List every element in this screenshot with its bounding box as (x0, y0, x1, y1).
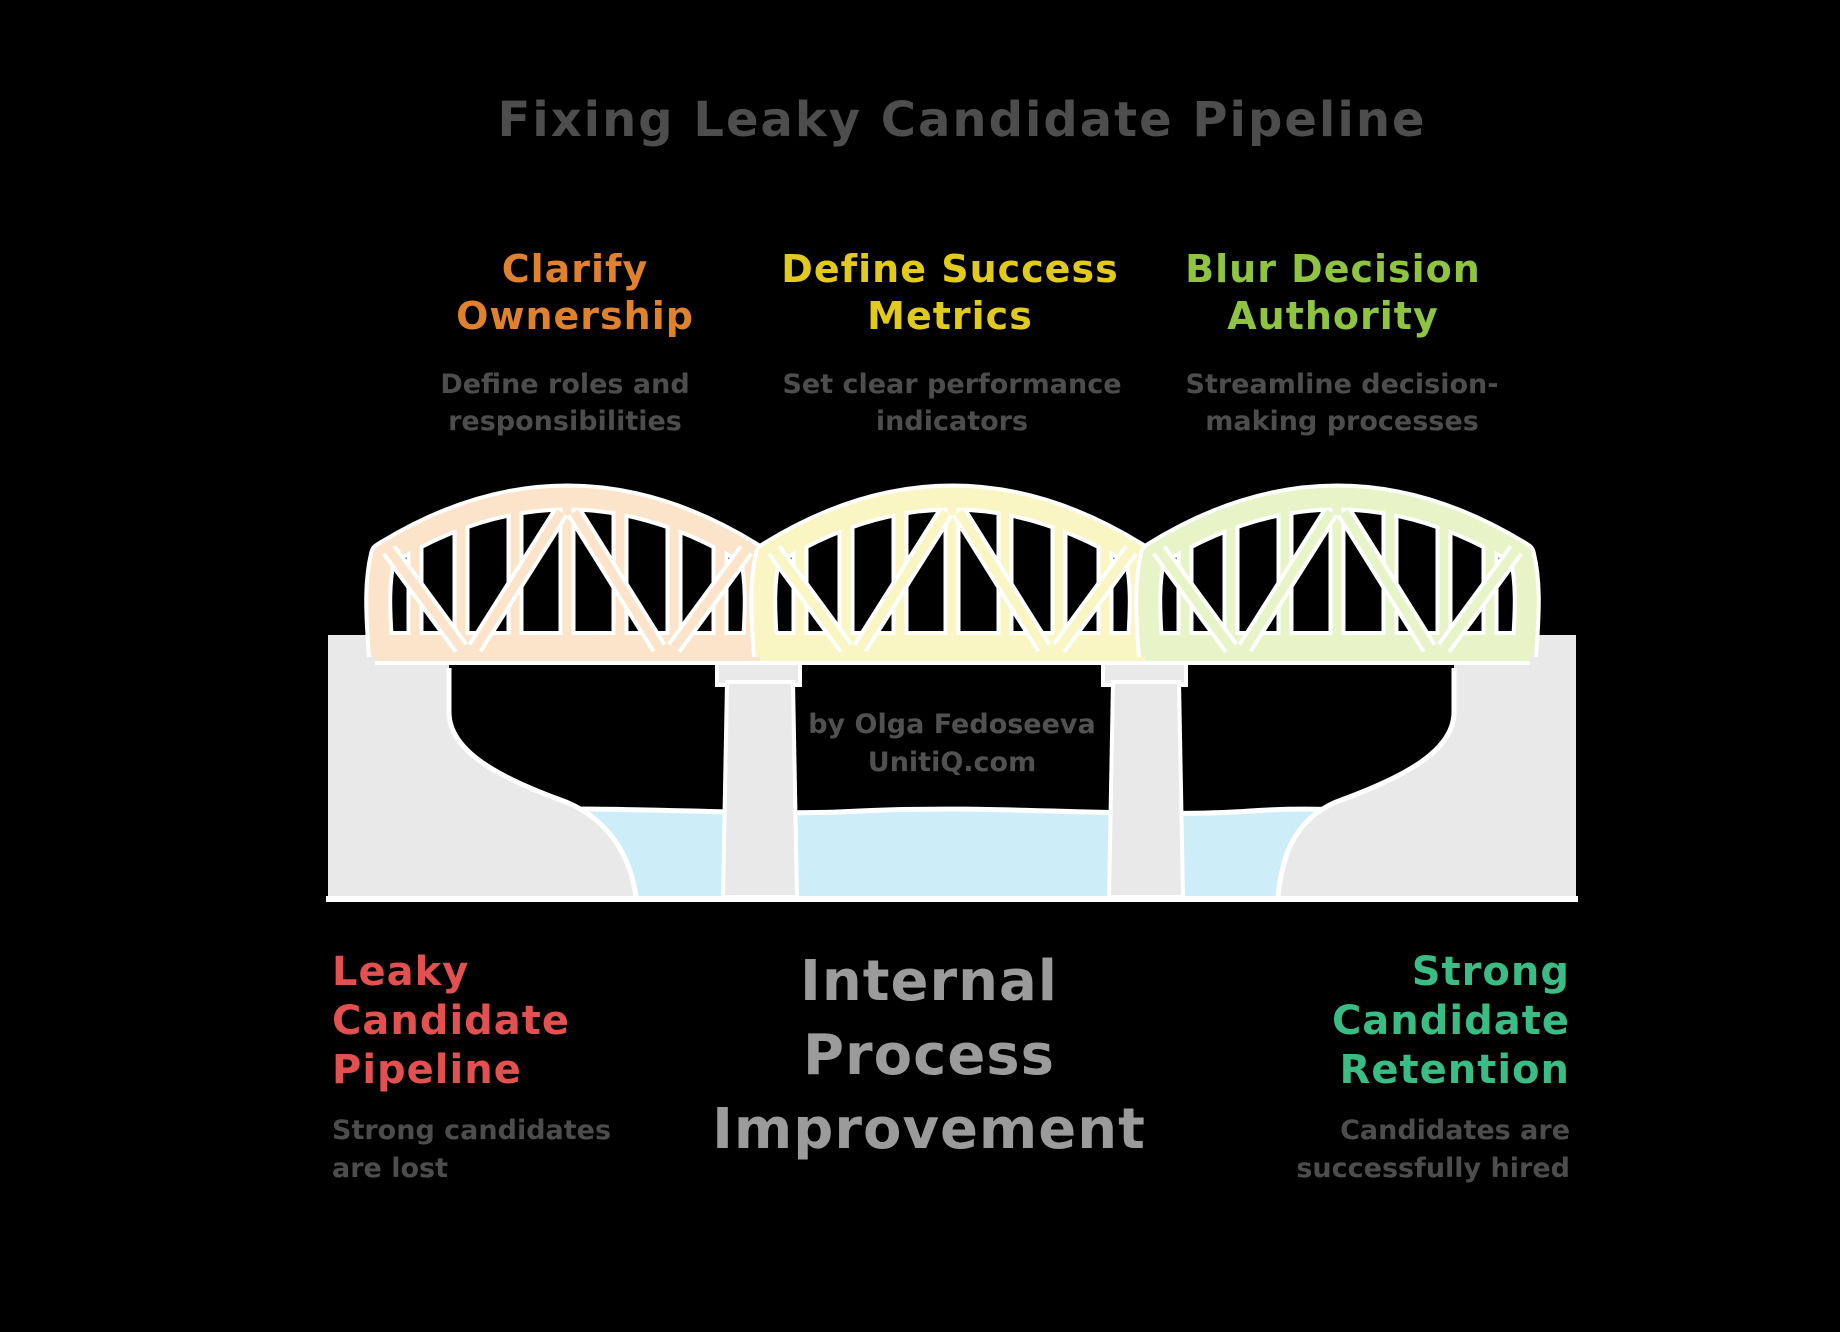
water-surface-line (439, 806, 1406, 817)
step-description-clarify-ownership: Define roles and responsibilities (385, 366, 745, 440)
step-description-line: making processes (1205, 406, 1479, 437)
right-cliff-edge (1275, 668, 1457, 898)
step-heading-line: Clarify (501, 247, 649, 291)
label-line: Leaky (332, 949, 470, 995)
label-description-line: Strong candidates (332, 1115, 612, 1146)
label-strong-candidate-retention: Strong Candidate Retention (1070, 948, 1570, 1095)
label-line: Internal (800, 949, 1058, 1014)
attribution-author: by Olga Fedoseeva (808, 709, 1096, 740)
left-cliff-edge (446, 668, 639, 898)
truss-span-2 (749, 483, 1156, 665)
step-heading-line: Ownership (456, 294, 694, 338)
step-description-blur-decision-authority: Streamline decision- making processes (1162, 366, 1522, 440)
label-description-line: Candidates are (1340, 1115, 1570, 1146)
label-internal-process-improvement: Internal Process Improvement (629, 945, 1229, 1167)
truss-span-1 (364, 483, 771, 665)
step-heading-line: Authority (1227, 294, 1439, 338)
step-description-define-success-metrics: Set clear performance indicators (772, 366, 1132, 440)
bridge-truss-spans (364, 483, 1541, 665)
step-description-line: indicators (875, 406, 1029, 437)
step-description-line: Set clear performance (782, 369, 1122, 400)
label-description-start: Strong candidates are lost (332, 1112, 852, 1188)
label-line: Candidate (332, 998, 571, 1044)
scene-bottom-edge (326, 896, 1578, 902)
step-heading-clarify-ownership: Clarify Ownership (375, 246, 775, 340)
step-description-line: Streamline decision- (1185, 369, 1499, 400)
label-description-end: Candidates are successfully hired (1070, 1112, 1570, 1188)
step-heading-blur-decision-authority: Blur Decision Authority (1133, 246, 1533, 340)
truss-span-3 (1134, 483, 1541, 665)
label-line: Retention (1339, 1047, 1570, 1093)
page-title: Fixing Leaky Candidate Pipeline (497, 92, 1427, 148)
attribution-site: UnitiQ.com (867, 747, 1037, 778)
label-description-line: successfully hired (1296, 1153, 1570, 1184)
label-line: Improvement (712, 1097, 1146, 1162)
bridge-scene (326, 483, 1578, 902)
step-heading-define-success-metrics: Define Success Metrics (750, 246, 1150, 340)
step-heading-line: Metrics (867, 294, 1033, 338)
label-description-line: are lost (332, 1153, 449, 1184)
step-heading-line: Blur Decision (1185, 247, 1481, 291)
label-line: Strong (1411, 949, 1570, 995)
left-bank (328, 635, 636, 897)
label-line: Pipeline (332, 1047, 522, 1093)
label-line: Candidate (1331, 998, 1570, 1044)
step-description-line: Define roles and (440, 369, 690, 400)
label-leaky-candidate-pipeline: Leaky Candidate Pipeline (332, 948, 852, 1095)
attribution: by Olga Fedoseeva UnitiQ.com (752, 706, 1152, 782)
label-line: Process (803, 1023, 1055, 1088)
step-description-line: responsibilities (448, 406, 682, 437)
right-bank (1278, 635, 1576, 897)
step-heading-line: Define Success (781, 247, 1119, 291)
